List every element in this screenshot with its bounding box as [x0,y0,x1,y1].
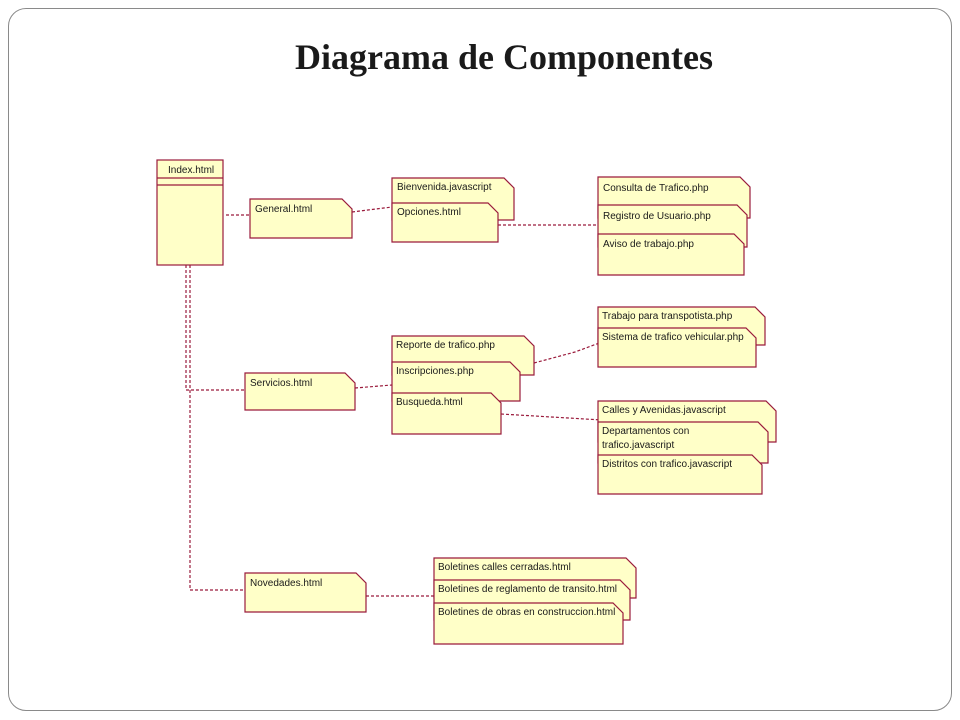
component-label: General.html [255,204,312,215]
connector-servicios-inscripciones [354,384,393,389]
component-novedades: Novedades.html [244,572,367,613]
connectors [185,206,603,597]
component-label: Sistema de trafico vehicular.php [602,332,744,343]
component-label: Index.html [168,165,214,176]
component-index: Index.html [156,159,224,266]
component-aviso: Aviso de trabajo.php [597,233,745,276]
component-label: Registro de Usuario.php [603,211,711,222]
component-busqueda: Busqueda.html [391,392,502,435]
component-label: Busqueda.html [396,397,463,408]
connector-general-bienvenida [351,206,393,213]
component-label: Inscripciones.php [396,366,474,377]
component-departamentos: Departamentos con trafico.javascript [597,421,769,464]
component-label: Reporte de trafico.php [396,340,495,351]
component-label: Consulta de Trafico.php [603,183,709,194]
component-label: Distritos con trafico.javascript [602,459,732,470]
component-label: Aviso de trabajo.php [603,239,694,250]
component-boletines-obras: Boletines de obras en construccion.html [433,602,624,645]
component-label: Boletines de obras en construccion.html [438,607,615,618]
component-general: General.html [249,198,353,239]
connector-index-servicios [185,265,245,391]
component-label: trafico.javascript [602,440,674,451]
component-sistema: Sistema de trafico vehicular.php [597,327,757,368]
component-opciones: Opciones.html [391,202,499,243]
component-servicios: Servicios.html [244,372,356,411]
component-label: Departamentos con [602,426,689,437]
connector-busqueda-calles [500,413,603,421]
connector-index-novedades [189,265,245,591]
component-label: Calles y Avenidas.javascript [602,405,726,416]
page-title: Diagrama de Componentes [295,37,713,77]
connector-reporte-trabajo [533,341,603,364]
component-label: Servicios.html [250,378,312,389]
component-label: Boletines de reglamento de transito.html [438,584,617,595]
component-distritos: Distritos con trafico.javascript [597,454,763,495]
component-label: Opciones.html [397,207,461,218]
component-label: Trabajo para transpotista.php [602,311,733,322]
component-label: Novedades.html [250,578,322,589]
component-label: Bienvenida.javascript [397,182,492,193]
component-label: Boletines calles cerradas.html [438,562,571,573]
